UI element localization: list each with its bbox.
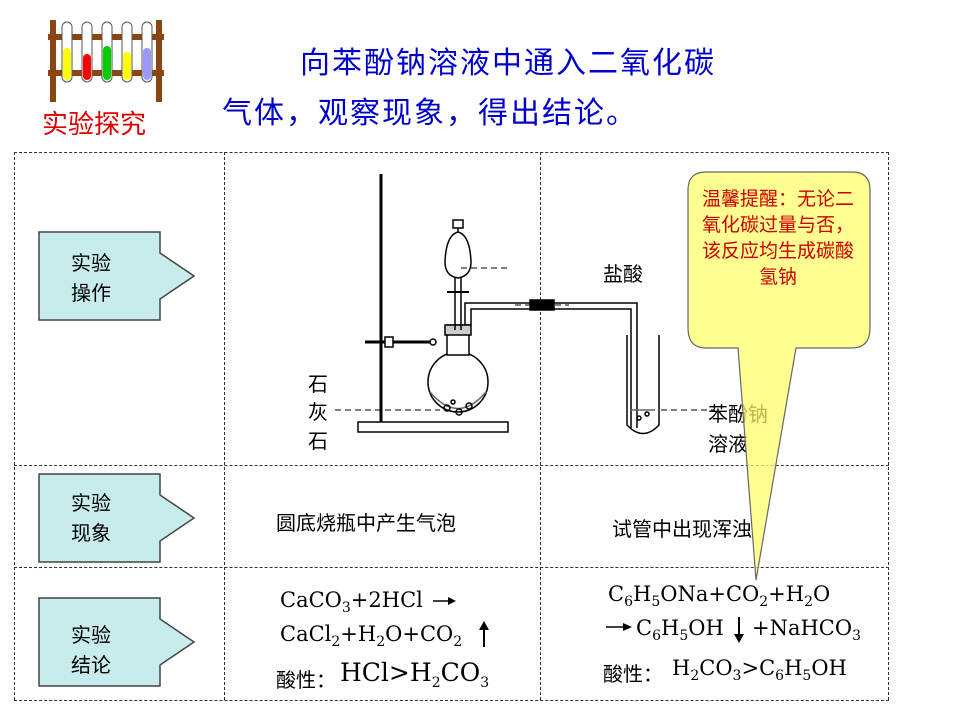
equation-caco3-line1: CaCO3+2HCl bbox=[280, 588, 423, 617]
row-label-phenomenon: 实验 现象 bbox=[41, 488, 141, 548]
acidity-comparison-right: H2CO3>C6H5OH bbox=[672, 656, 847, 685]
row-label-conclusion-line1: 实验 bbox=[71, 623, 111, 647]
acidity-label-right: 酸性： bbox=[603, 662, 663, 686]
equation-phenoxide-product: C6H5OH bbox=[636, 616, 724, 645]
table-border-right bbox=[888, 152, 889, 700]
arrow-label-box-conclusion bbox=[38, 597, 196, 687]
test-tube-rack-icon bbox=[48, 20, 164, 102]
acidity-label-left: 酸性： bbox=[276, 668, 336, 692]
row-label-conclusion-line2: 结论 bbox=[71, 653, 111, 677]
limestone-char-3: 石 bbox=[308, 429, 328, 453]
tip-callout-bubble bbox=[687, 171, 871, 581]
apparatus-diagram bbox=[335, 174, 715, 435]
table-border-bottom bbox=[14, 700, 889, 701]
row-label-operation: 实验 操作 bbox=[41, 248, 141, 308]
solution-label-line2: 溶液 bbox=[708, 432, 748, 456]
acid-label: 盐酸 bbox=[603, 262, 643, 286]
gas-up-arrow-icon bbox=[479, 621, 489, 647]
limestone-char-1: 石 bbox=[308, 372, 328, 396]
table-column-divider-2 bbox=[540, 152, 541, 700]
precipitate-down-arrow-icon bbox=[734, 617, 744, 643]
page-title-line2: 气体，观察现象，得出结论。 bbox=[222, 96, 638, 131]
reaction-arrow-icon bbox=[606, 623, 632, 631]
row-label-operation-line1: 实验 bbox=[71, 251, 111, 275]
equation-phenoxide-byproduct: +NaHCO3 bbox=[752, 616, 862, 645]
table-divider-2 bbox=[14, 567, 889, 568]
table-divider-1 bbox=[14, 465, 889, 466]
table-border-top bbox=[14, 152, 889, 153]
experiment-badge: 实验探究 bbox=[42, 110, 147, 140]
row-label-operation-line2: 操作 bbox=[71, 281, 111, 305]
row-label-phenomenon-line2: 现象 bbox=[71, 521, 111, 545]
page-title-line1: 向苯酚钠溶液中通入二氧化碳 bbox=[300, 46, 716, 81]
row-label-phenomenon-line1: 实验 bbox=[71, 491, 111, 515]
limestone-char-2: 灰 bbox=[308, 400, 328, 424]
table-column-divider-1 bbox=[224, 152, 225, 700]
tip-text: 温馨提醒：无论二氧化碳过量与否，该反应均生成碳酸氢钠 bbox=[701, 188, 854, 288]
reaction-arrow-icon bbox=[433, 597, 456, 605]
table-border-left bbox=[14, 152, 15, 700]
equation-caco3-line2: CaCl2+H2O+CO2 bbox=[280, 622, 463, 651]
equation-phenoxide-line1: C6H5ONa+CO2+H2O bbox=[608, 582, 831, 611]
acidity-comparison-left: HCl>H2CO3 bbox=[340, 658, 490, 691]
row-label-conclusion: 实验 结论 bbox=[41, 620, 141, 680]
arrow-label-box-phenomenon bbox=[38, 473, 196, 563]
phenomenon-flask: 圆底烧瓶中产生气泡 bbox=[276, 511, 456, 535]
phenomenon-test-tube: 试管中出现浑浊 bbox=[612, 517, 752, 541]
arrow-label-box-operation bbox=[38, 231, 196, 321]
